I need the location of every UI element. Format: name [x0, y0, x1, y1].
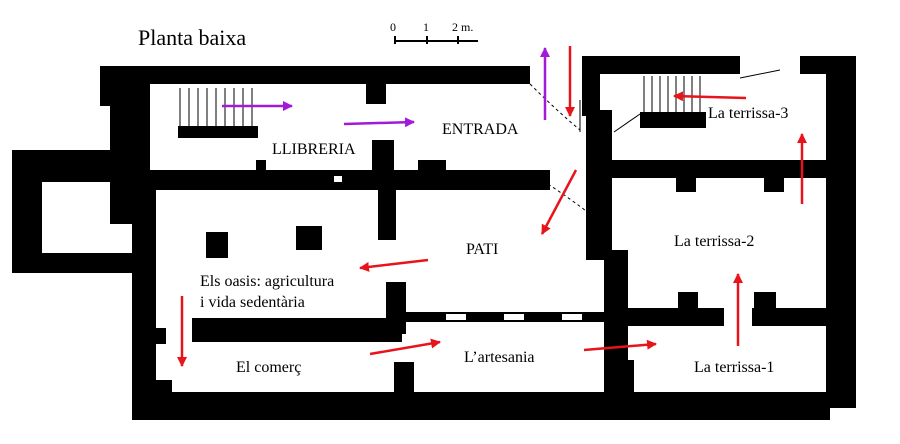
windows	[334, 176, 582, 320]
stairs-icon	[179, 88, 253, 126]
room-label-pati: PATI	[466, 241, 498, 258]
room-label-terrissa-2: La terrissa-2	[674, 233, 754, 250]
room-labels: LLIBRERIA ENTRADA PATI Els oasis: agricu…	[200, 105, 788, 376]
plan-title: Planta baixa	[138, 25, 246, 50]
room-label-oasis-line1: Els oasis: agricultura	[200, 273, 334, 290]
stairs-icon	[643, 76, 701, 112]
room-label-terrissa-1: La terrissa-1	[694, 359, 774, 376]
arrow-icon	[359, 258, 429, 272]
doors	[529, 69, 781, 216]
arrow-icon	[583, 339, 657, 352]
room-label-llibreria: LLIBRERIA	[272, 141, 356, 158]
walls	[12, 56, 856, 420]
arrow-icon	[343, 117, 415, 128]
room-label-terrissa-3: La terrissa-3	[708, 105, 788, 122]
scale-tick-2: 2 m.	[452, 20, 473, 34]
room-label-entrada: ENTRADA	[442, 121, 519, 138]
room-label-artesania: L’artesania	[464, 349, 534, 366]
arrow-icon	[540, 169, 578, 235]
arrow-icon	[673, 91, 747, 102]
scale-tick-1: 1	[423, 20, 429, 34]
scale-bar: 0 1 2 m.	[390, 20, 478, 44]
room-label-comerc: El comerç	[236, 359, 301, 376]
route-arrows	[177, 46, 807, 367]
arrow-icon	[369, 338, 441, 356]
room-label-oasis-line2: i vida sedentària	[200, 294, 305, 311]
scale-tick-0: 0	[390, 20, 396, 34]
